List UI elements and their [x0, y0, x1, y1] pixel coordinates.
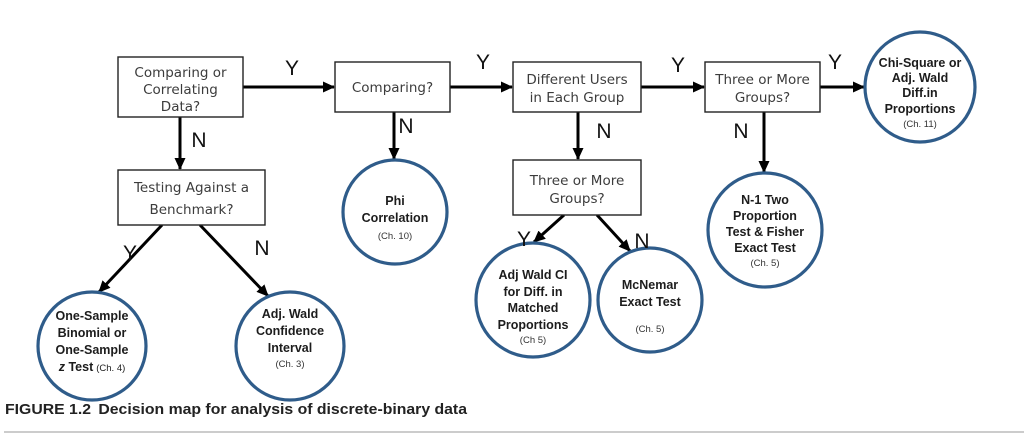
decision-line: Groups?	[549, 191, 604, 207]
figure-caption: FIGURE 1.2 Decision map for analysis of d…	[4, 401, 1024, 433]
outcome-n1-two-proportion: N-1 Two Proportion Test & Fisher Exact T…	[706, 171, 824, 289]
outcome-line: Matched	[508, 301, 559, 315]
outcome-line: Adj. Wald	[262, 307, 318, 321]
outcome-line: Proportions	[498, 318, 569, 332]
edge-testing-benchmark-to-one-sample	[97, 223, 164, 294]
decision-line: Comparing?	[352, 80, 433, 96]
decision-comparing: Comparing?	[334, 61, 451, 113]
figure-label: FIGURE 1.2	[5, 401, 91, 418]
branch-label-yes: Y	[828, 51, 842, 74]
branch-label-yes: Y	[517, 228, 531, 251]
decision-line: Correlating	[143, 82, 218, 98]
branch-label-no: N	[733, 120, 748, 143]
outcome-phi-correlation: Phi Correlation (Ch. 10)	[341, 158, 449, 266]
z-variable: z	[58, 360, 66, 374]
outcome-line: Exact Test	[619, 295, 681, 309]
outcome-line: Confidence	[256, 324, 324, 338]
decision-line: Different Users	[526, 72, 627, 88]
decision-different-users: Different Users in Each Group	[512, 61, 642, 113]
outcome-line: Interval	[268, 341, 312, 355]
caption-line: FIGURE 1.2 Decision map for analysis of d…	[5, 401, 468, 418]
branch-label-yes: Y	[476, 51, 490, 74]
outcome-line: Binomial or	[58, 326, 127, 340]
outcome-line: Test & Fisher	[726, 225, 804, 239]
branch-labels: Y Y Y Y N N N N Y N Y N	[123, 51, 842, 265]
branch-label-yes: Y	[123, 242, 137, 265]
decision-three-or-more-lower: Three or More Groups?	[512, 159, 642, 216]
outcome-circle	[36, 290, 148, 402]
decision-three-or-more-upper: Three or More Groups?	[704, 61, 821, 113]
branch-label-no: N	[254, 237, 269, 260]
outcome-circle	[341, 158, 449, 266]
edge-three-or-more-lower-to-matched-proportions	[532, 213, 566, 244]
chapter-ref: (Ch. 4)	[96, 363, 125, 374]
outcome-line: Adj Wald CI	[499, 268, 568, 282]
caption-description: Decision map for analysis of discrete-bi…	[98, 401, 467, 418]
outcome-line: Diff.in	[902, 86, 937, 100]
decision-line: Benchmark?	[149, 202, 233, 218]
edges	[97, 81, 865, 298]
decision-line: Testing Against a	[133, 180, 249, 196]
outcome-line: One-Sample	[56, 343, 129, 357]
outcome-circle	[234, 290, 346, 402]
outcome-line: Phi	[385, 194, 404, 208]
decision-box	[704, 61, 821, 113]
decision-line: Groups?	[735, 90, 790, 106]
decision-box	[117, 56, 244, 118]
outcome-matched-proportions: Adj Wald CI for Diff. in Matched Proport…	[474, 241, 592, 359]
branch-label-no: N	[634, 230, 649, 253]
outcome-line: N-1 Two	[741, 193, 789, 207]
outcome-adj-wald-ci: Adj. Wald Confidence Interval (Ch. 3)	[234, 290, 346, 402]
outcome-line: Proportions	[885, 102, 956, 116]
outcome-line: McNemar	[622, 278, 678, 292]
chapter-ref: (Ch. 11)	[903, 119, 937, 130]
chapter-ref: (Ch. 5)	[635, 324, 664, 335]
outcome-line: One-Sample	[56, 309, 129, 323]
outcome-circle	[596, 246, 704, 354]
decision-box	[334, 61, 451, 113]
outcome-circle	[706, 171, 824, 289]
decision-box	[117, 169, 266, 226]
chapter-ref: (Ch. 10)	[378, 231, 412, 242]
outcome-line: for Diff. in	[503, 285, 562, 299]
chapter-ref: (Ch 5)	[520, 335, 546, 346]
decision-line: Comparing or	[134, 65, 227, 81]
edge-three-or-more-lower-to-mcnemar	[595, 213, 632, 253]
decision-line: Data?	[161, 99, 200, 115]
outcome-line: Proportion	[733, 209, 797, 223]
branch-label-yes: Y	[285, 57, 299, 80]
branch-label-no: N	[191, 129, 206, 152]
outcome-chi-square: Chi-Square or Adj. Wald Diff.in Proporti…	[863, 30, 977, 144]
outcome-circle	[863, 30, 977, 144]
decision-testing-benchmark: Testing Against a Benchmark?	[117, 169, 266, 226]
decision-box	[512, 61, 642, 113]
edge-testing-benchmark-to-adj-wald-ci	[198, 223, 270, 298]
chapter-ref: (Ch. 5)	[750, 258, 779, 269]
branch-label-yes: Y	[671, 54, 685, 77]
decision-line: Three or More	[529, 173, 625, 189]
decision-line: Three or More	[714, 72, 810, 88]
test-word: Test	[68, 360, 94, 374]
outcome-line: Chi-Square or	[879, 56, 962, 70]
decision-box	[512, 159, 642, 216]
branch-label-no: N	[596, 120, 611, 143]
outcome-line: Adj. Wald	[892, 71, 948, 85]
chapter-ref: (Ch. 3)	[275, 359, 304, 370]
decision-line: in Each Group	[530, 90, 625, 106]
decision-comparing-or-correlating: Comparing or Correlating Data?	[117, 56, 244, 118]
branch-label-no: N	[398, 115, 413, 138]
outcome-mcnemar: McNemar Exact Test (Ch. 5)	[596, 246, 704, 354]
outcome-line: Correlation	[362, 211, 429, 225]
outcome-circle	[474, 241, 592, 359]
outcome-line: Exact Test	[734, 241, 796, 255]
